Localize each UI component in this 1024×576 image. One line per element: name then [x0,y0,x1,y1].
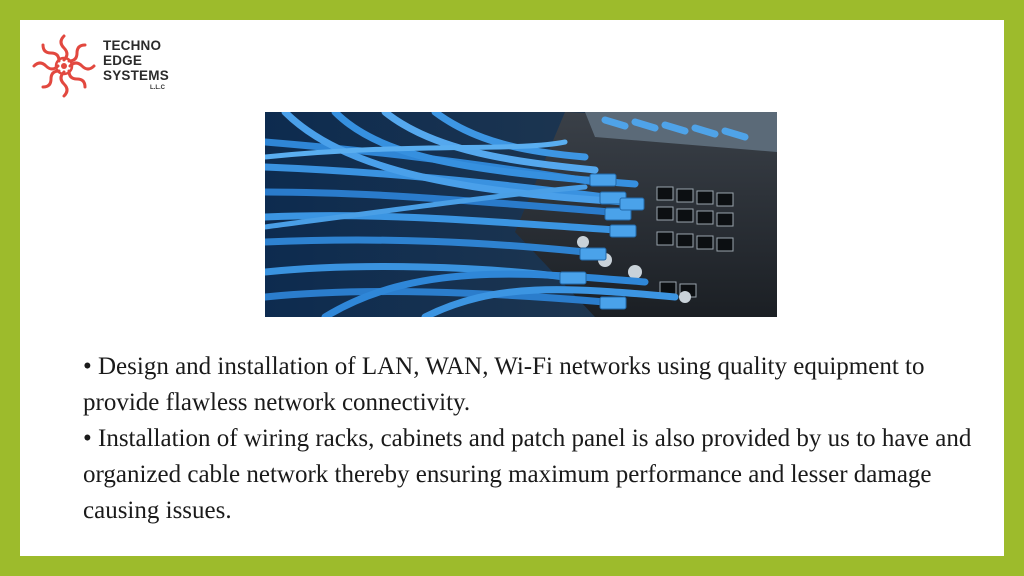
logo-suffix: L.L.C [150,85,165,91]
logo-line-1: TECHNO [103,38,162,53]
logo-emblem-icon [32,34,96,98]
network-cables-photo [265,112,777,317]
logo-line-3: SYSTEMS [103,68,169,83]
description-text: • Design and installation of LAN, WAN, W… [83,349,983,529]
bullet-item: • Design and installation of LAN, WAN, W… [83,353,925,416]
network-switch-image [265,112,777,317]
logo-wordmark: TECHNO EDGE SYSTEMS [103,38,169,83]
company-logo: TECHNO EDGE SYSTEMS L.L.C [28,30,198,102]
logo-line-2: EDGE [103,53,143,68]
slide: TECHNO EDGE SYSTEMS L.L.C [20,20,1004,556]
bullet-item: • Installation of wiring racks, cabinets… [83,425,972,524]
